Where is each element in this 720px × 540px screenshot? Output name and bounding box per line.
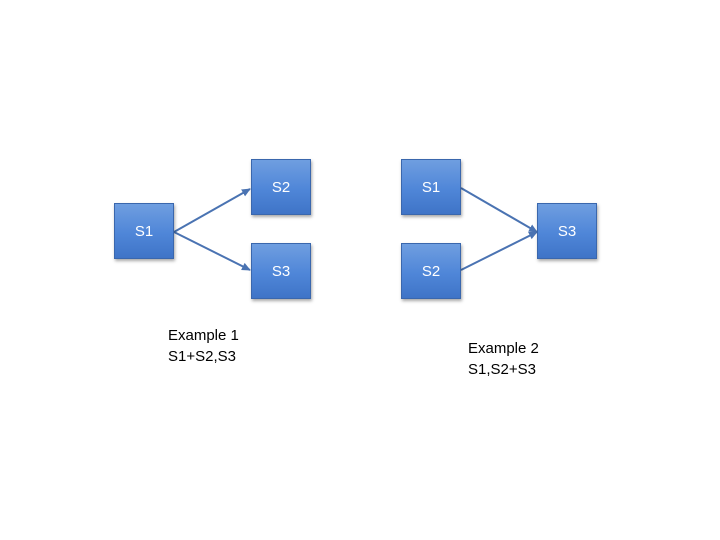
ex1-node-s3-label: S3 bbox=[271, 262, 291, 280]
ex1-caption-title: Example 1 bbox=[168, 327, 239, 344]
edge-ex2-s2-to-s3 bbox=[460, 231, 538, 271]
ex1-node-s1-label: S1 bbox=[134, 222, 154, 240]
ex2-node-s1: S1 bbox=[401, 159, 461, 215]
edge-ex1-s1-to-s2 bbox=[173, 188, 251, 233]
ex1-caption-formula: S1+S2,S3 bbox=[168, 348, 236, 365]
ex2-node-s2: S2 bbox=[401, 243, 461, 299]
ex1-node-s2-label: S2 bbox=[271, 178, 291, 196]
edge-ex1-s1-to-s3 bbox=[173, 231, 251, 271]
ex2-caption-title: Example 2 bbox=[468, 340, 539, 357]
ex2-node-s3-label: S3 bbox=[557, 222, 577, 240]
ex1-node-s3: S3 bbox=[251, 243, 311, 299]
ex2-node-s1-label: S1 bbox=[421, 178, 441, 196]
ex2-node-s3: S3 bbox=[537, 203, 597, 259]
ex2-node-s2-label: S2 bbox=[421, 262, 441, 280]
ex1-node-s1: S1 bbox=[114, 203, 174, 259]
edge-ex2-s1-to-s3 bbox=[460, 187, 538, 233]
ex1-caption: Example 1 S1+S2,S3 bbox=[168, 325, 239, 367]
ex2-caption: Example 2 S1,S2+S3 bbox=[468, 338, 539, 380]
ex1-node-s2: S2 bbox=[251, 159, 311, 215]
ex2-caption-formula: S1,S2+S3 bbox=[468, 361, 536, 378]
